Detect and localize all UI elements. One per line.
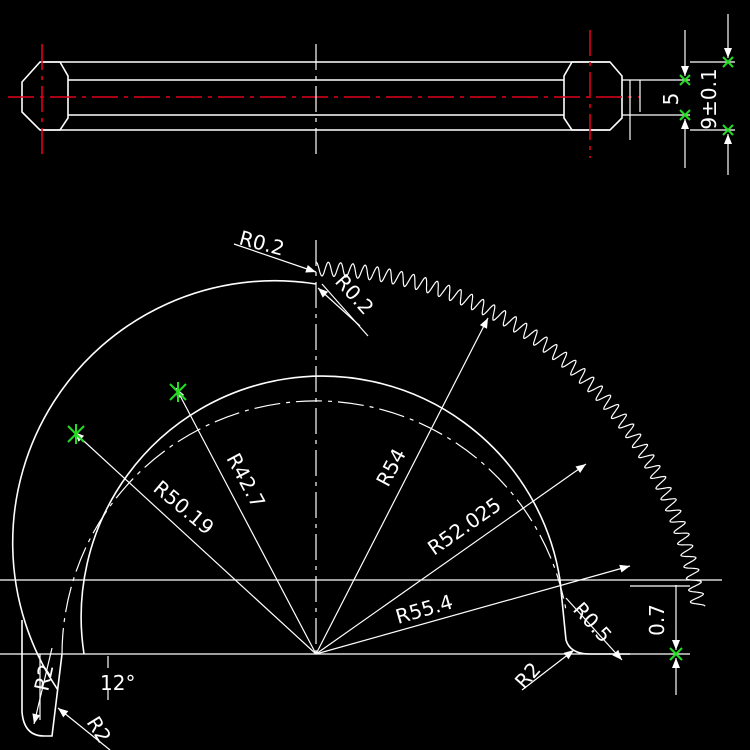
strip-outline-right-end	[563, 61, 623, 131]
dim-r0-2-inner-arrow	[317, 287, 361, 327]
gear-teeth	[315, 261, 706, 607]
label-r2-right: R2	[510, 658, 546, 694]
left-foot	[21, 620, 63, 737]
gear-front-view: R0.2 R0.2 R42.7 R50.19 R54 R52.025 R55.4…	[0, 226, 722, 750]
label-r2-bottom: R2	[82, 712, 116, 747]
pitch-arc	[61, 400, 567, 655]
dim-r52-025-line	[315, 463, 587, 655]
strip-outline-left-end	[21, 61, 69, 131]
dim-r54-line	[315, 317, 489, 655]
dim-r0-5-line	[565, 597, 623, 661]
marker-r42-7	[169, 382, 187, 402]
dim-9-label: 9±0.1	[697, 68, 721, 129]
label-r0-2-top: R0.2	[237, 226, 287, 261]
dim-5-label: 5	[659, 93, 683, 106]
marker-5-top	[679, 74, 691, 86]
label-r50-19: R50.19	[149, 475, 219, 539]
dim-r50-19-line	[73, 431, 317, 655]
label-r54: R54	[371, 444, 411, 490]
label-0-7: 0.7	[645, 604, 669, 636]
dim-r0-2-inner-line	[321, 283, 369, 337]
label-12-deg: 12°	[100, 671, 135, 695]
marker-5-bottom	[679, 109, 691, 121]
dim-r55-4-line	[315, 564, 631, 655]
dim-r2-bottom-line	[57, 707, 111, 750]
inner-arc	[80, 375, 561, 655]
outer-body-arc	[11, 279, 317, 691]
marker-9-bottom	[722, 124, 734, 136]
label-r42-7: R42.7	[222, 449, 271, 512]
strip-side-view: 5 9±0.1	[8, 14, 735, 175]
dim-r2-right-line	[521, 649, 575, 691]
dim-r42-7-line	[175, 387, 317, 655]
label-r2-left: R2	[29, 662, 58, 693]
marker-0-7	[669, 647, 683, 661]
marker-9-top	[722, 56, 734, 68]
marker-r50-19	[67, 424, 85, 444]
label-r55-4: R55.4	[393, 590, 456, 629]
label-r0-5: R0.5	[568, 597, 616, 647]
dim-r2-left-line	[32, 647, 53, 725]
dim-r0-2-top-line	[233, 243, 317, 273]
